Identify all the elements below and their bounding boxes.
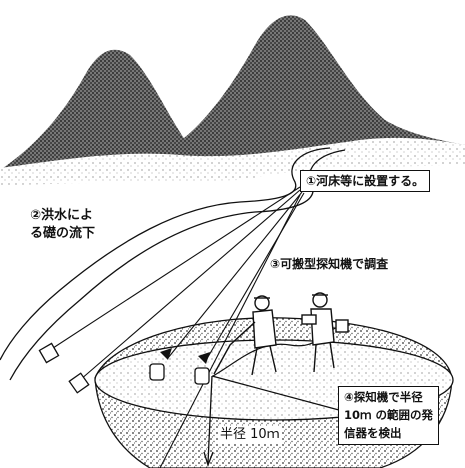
step1-label: ①河床等に設置する。 [300,170,431,193]
step3-label: ③可搬型探知機で調査 [270,257,389,271]
radius-arrow [203,451,214,467]
arrow-head [160,348,172,360]
transmitter-icon [38,342,210,394]
river [0,147,331,361]
mountain-right-icon [170,15,465,176]
arrow-line [204,192,305,363]
radius-line [207,375,213,464]
person-icon [301,292,349,373]
arrow-line [167,191,303,359]
arrow-line [49,186,301,351]
arrow-head [198,352,210,364]
arrow-line [159,194,301,468]
mountain-left-icon [0,49,220,170]
person-icon [213,295,277,376]
arrow-line [79,189,301,381]
step2-label: ②洪水によ る礎の流下 [30,208,96,241]
step4-label: ④探知機で半径 10ｍ の範囲の発 信器を検出 [338,386,440,446]
radius-label: 半径 10ｍ [218,426,282,444]
foothill [0,137,465,185]
